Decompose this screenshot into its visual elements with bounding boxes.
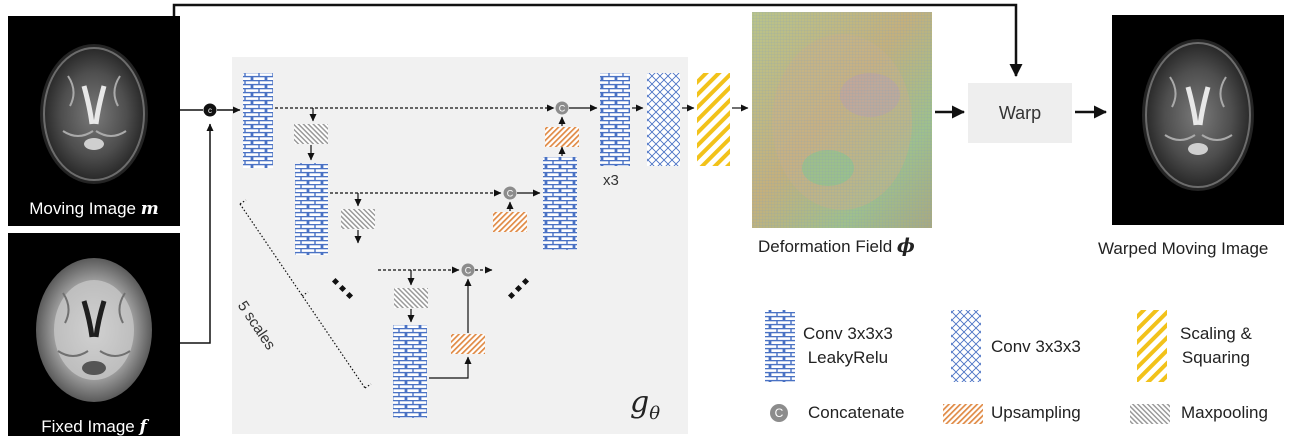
maxpool-block-1: [294, 124, 328, 144]
upsample-block-1: [545, 127, 579, 147]
upsample-block-2: [493, 212, 527, 232]
legend-concatenate-label: Concatenate: [808, 403, 905, 422]
legend-conv-leaky-swatch: [765, 310, 795, 382]
concat-node-level-2: [503, 186, 517, 200]
legend-conv-label: Conv 3x3x3: [991, 337, 1081, 356]
repeat-label: x3: [603, 172, 619, 189]
upsample-block-bottom: [451, 334, 485, 354]
svg-text:c: c: [208, 106, 212, 115]
decoder-ellipsis: [507, 277, 530, 300]
fixed-image-panel: Fixed Image f: [8, 233, 180, 436]
fixed-image-caption: Fixed Image f: [41, 417, 147, 436]
warped-image-panel: [1112, 15, 1284, 225]
warped-brain-image: [1142, 39, 1254, 191]
legend-upsampling-label: Upsampling: [991, 403, 1081, 422]
concat-node-bottom: [461, 263, 475, 277]
bottleneck-conv-block: [393, 325, 427, 418]
encoder-ellipsis: [331, 277, 354, 300]
encoder-conv-block-2: [295, 163, 328, 255]
concat-node-level-1: [555, 101, 569, 115]
maxpool-block-2: [341, 209, 375, 229]
output-conv-block: [647, 73, 680, 166]
decoder-conv-block-2: [543, 157, 577, 250]
moving-image-caption: Moving Image m: [29, 199, 159, 219]
svg-text:C: C: [559, 104, 566, 114]
moving-image-panel: Moving Image m: [8, 16, 180, 226]
network-symbol: gθ: [630, 385, 661, 424]
scaling-squaring-block: [697, 73, 730, 166]
legend-scaling-swatch: [1137, 310, 1167, 382]
legend-maxpooling-swatch: [1130, 404, 1170, 424]
fixed-brain-image: [36, 258, 152, 402]
legend-maxpooling-label: Maxpooling: [1181, 403, 1268, 422]
moving-brain-image: [40, 44, 148, 184]
svg-text:C: C: [507, 189, 514, 199]
decoder-conv-block-1: [600, 73, 630, 166]
legend-concat-swatch: [770, 404, 788, 422]
legend-scaling-label: Scaling &Squaring: [1180, 324, 1252, 367]
legend-conv-swatch: [951, 310, 981, 382]
encoder-conv-block-1: [243, 73, 273, 168]
warp-box: Warp: [968, 83, 1072, 143]
input-concat-node: [203, 103, 217, 117]
fixed-input-line: [180, 123, 214, 344]
deformation-field-caption: Deformation Field ϕ: [758, 235, 915, 257]
svg-text:C: C: [775, 406, 784, 420]
maxpool-block-3: [394, 288, 428, 308]
warp-label: Warp: [998, 102, 1042, 123]
legend-upsampling-swatch: [943, 404, 983, 424]
svg-text:C: C: [465, 266, 472, 276]
warped-image-caption: Warped Moving Image: [1098, 239, 1269, 258]
skip-connection-line: [172, 3, 1023, 77]
